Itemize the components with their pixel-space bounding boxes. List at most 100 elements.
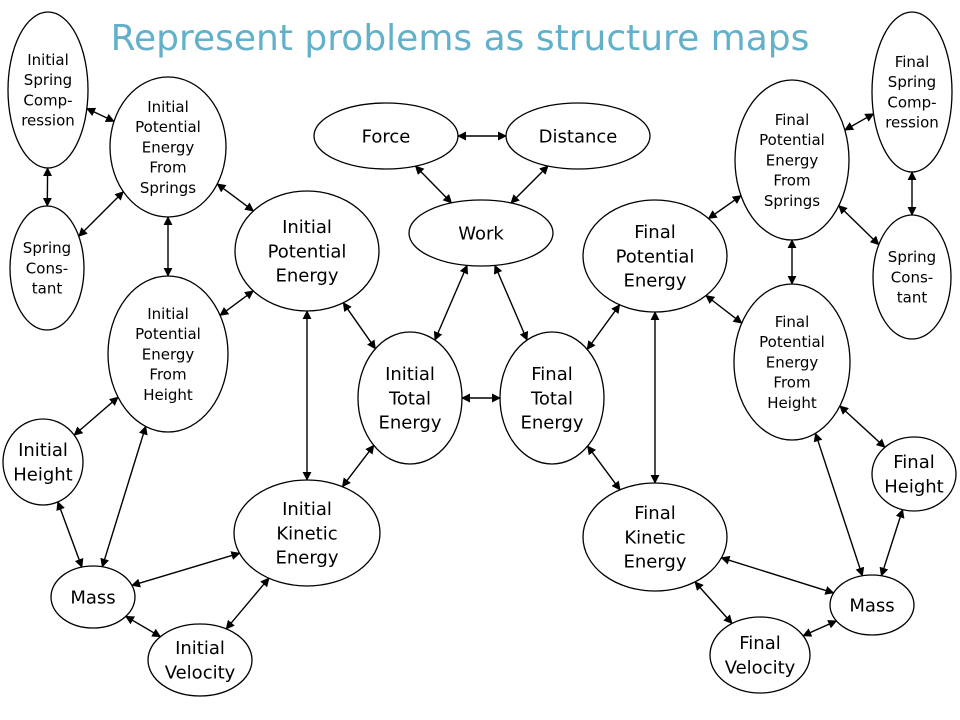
node-label-line: ression (21, 112, 75, 130)
node-label-line: Final (531, 364, 572, 385)
node-label-line: Kinetic (276, 523, 337, 544)
node-label-line: Energy (623, 271, 686, 292)
node-label-line: Final (634, 503, 675, 524)
node-ellipse (147, 623, 253, 697)
edge-init-mass-to-init-vel (125, 615, 162, 638)
node-label-line: From (773, 172, 810, 190)
edge-final-pe-springs-to-final-spring-comp (844, 113, 875, 131)
double-arrow (73, 396, 119, 436)
node-label-line: Energy (623, 552, 686, 573)
double-arrow (414, 165, 453, 204)
node-ellipse (357, 331, 463, 465)
double-arrow (844, 113, 875, 131)
node-label-line: Energy (142, 138, 195, 156)
edge-final-mass-to-final-ke (720, 555, 835, 595)
node-label-line: Final (893, 452, 934, 473)
double-arrow (586, 304, 621, 351)
node-label-line: Spring (888, 248, 936, 266)
node-initial-mass: Mass (50, 565, 136, 629)
node-label-line: Height (767, 394, 817, 412)
edge-init-pe-to-init-total (342, 302, 376, 350)
edge-init-mass-to-init-pe-height (100, 425, 148, 568)
node-label-line: Energy (275, 266, 338, 287)
node-label-line: Energy (766, 353, 819, 371)
page-title: Represent problems as structure maps (110, 18, 810, 59)
double-arrow (433, 264, 469, 341)
node-label-line: Cons- (26, 259, 68, 277)
double-arrow (78, 191, 124, 237)
node-label-line: Energy (142, 345, 195, 363)
node-label-line: tant (897, 289, 928, 307)
node-label-line: Height (884, 477, 944, 498)
edge-final-pe-height-to-final-height (839, 405, 886, 448)
double-arrow (694, 581, 733, 625)
node-label-line: tant (32, 280, 63, 298)
edge-final-pe-springs-to-final-spring-const (838, 204, 880, 246)
edge-work-to-init-total (433, 264, 469, 341)
node-label-line: Potential (135, 325, 201, 343)
node-ellipse (872, 214, 952, 340)
node-label-line: Comp- (23, 91, 72, 109)
node-ellipse (234, 190, 380, 312)
edge-init-mass-to-init-ke (131, 551, 241, 588)
node-label-line: ression (885, 114, 939, 132)
node-ellipse (829, 574, 915, 636)
node-label-line: Mass (70, 587, 115, 608)
node-label-line: From (773, 374, 810, 392)
edge-distance-to-work (510, 165, 549, 204)
node-label-line: Potential (135, 118, 201, 136)
node-label-line: Comp- (887, 93, 936, 111)
node-label-line: Distance (539, 126, 618, 147)
double-arrow (838, 204, 880, 246)
double-arrow (341, 444, 375, 488)
node-label-line: Spring (888, 73, 936, 91)
node-label-line: Spring (23, 239, 71, 257)
node-ellipse (9, 205, 85, 331)
edge-final-height-to-final-mass (879, 508, 905, 577)
node-ellipse (733, 283, 851, 441)
edge-final-total-to-final-ke (587, 445, 621, 491)
node-label-line: Energy (520, 413, 583, 434)
edge-init-spring-const-to-init-pe-springs (78, 191, 124, 237)
edge-work-to-final-total (493, 264, 529, 341)
node-ellipse (2, 418, 84, 506)
edge-final-pe-height-to-final-mass (813, 432, 865, 577)
node-label-line: Final (895, 53, 930, 71)
node-ellipse (313, 102, 459, 170)
edge-init-pe-height-to-init-pe (219, 290, 254, 316)
node-label-line: Final (634, 222, 675, 243)
edge-force-to-work (414, 165, 453, 204)
node-label-line: Initial (147, 305, 189, 323)
node-label-line: Final (739, 633, 780, 654)
double-arrow (879, 508, 905, 577)
node-label-line: Mass (849, 595, 894, 616)
node-label-line: Work (458, 223, 504, 244)
double-arrow (705, 294, 743, 324)
node-label-line: Kinetic (624, 527, 685, 548)
node-ellipse (107, 275, 229, 433)
node-ellipse (505, 102, 651, 170)
node-label-line: Force (362, 126, 411, 147)
double-arrow (813, 432, 865, 577)
double-arrow (56, 501, 84, 568)
node-ellipse (582, 199, 728, 313)
double-arrow (216, 183, 255, 212)
node-work: Work (408, 199, 554, 267)
edge-final-pe-to-final-pe-springs (707, 195, 742, 220)
double-arrow (125, 615, 162, 638)
node-label-line: Initial (147, 98, 189, 116)
double-arrow (493, 264, 529, 341)
node-label-line: Total (530, 388, 573, 409)
